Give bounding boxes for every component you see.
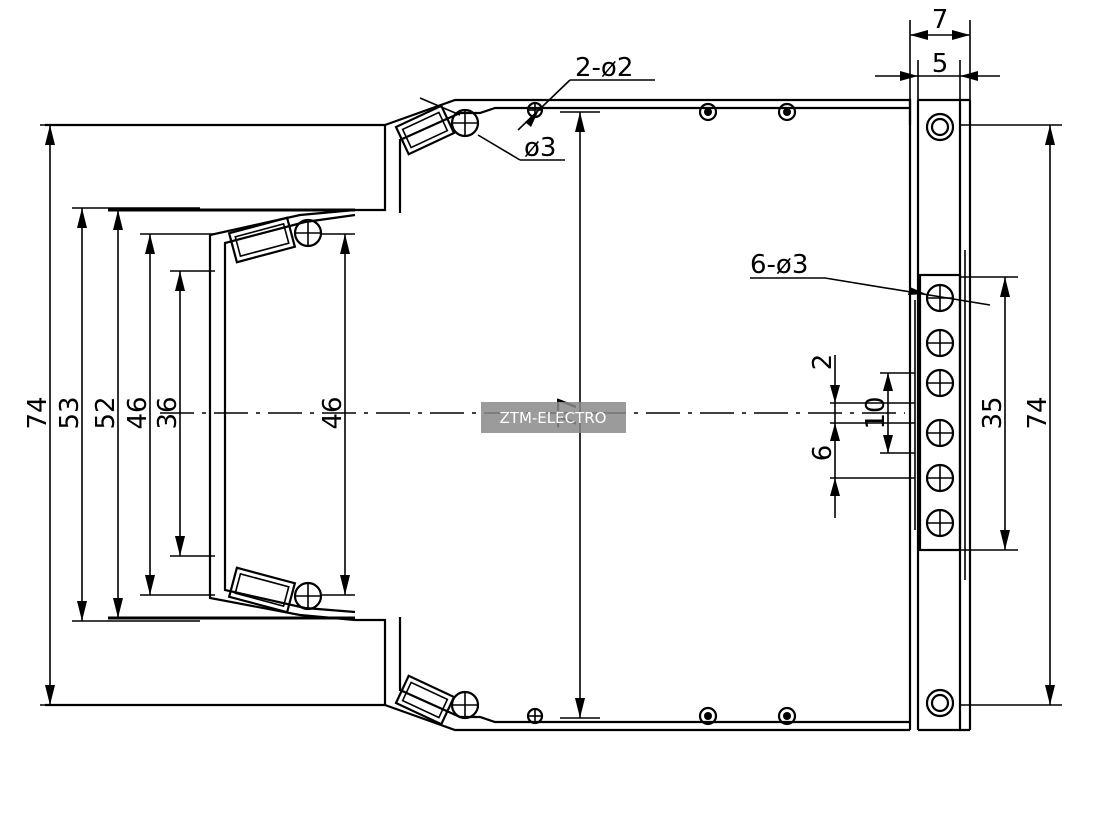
- mounting-holes: [293, 101, 955, 726]
- dim-top-5: 5: [932, 49, 949, 79]
- dim-left-74: 74: [23, 396, 53, 429]
- dim-right-74: 74: [1023, 396, 1053, 429]
- watermark: ZTM-ELECTRO: [481, 402, 626, 433]
- dimension-labels: 74 53 52 46 36 46 77 74 35 2 10 6 7 5 2-…: [23, 5, 1053, 461]
- callout-2-phi2: 2-ø2: [575, 53, 633, 83]
- dim-hole-2: 2: [808, 354, 838, 371]
- dim-mid-46: 46: [318, 396, 348, 429]
- dim-left-36: 36: [153, 396, 183, 429]
- dim-left-53: 53: [55, 396, 85, 429]
- dim-top-7: 7: [932, 5, 949, 35]
- watermark-text: ZTM-ELECTRO: [500, 409, 607, 427]
- right-flange: [908, 98, 972, 732]
- hole-column-6: [925, 283, 955, 538]
- dim-left-52: 52: [91, 396, 121, 429]
- hole-top-corner: [925, 112, 955, 142]
- dim-hole-6: 6: [808, 445, 838, 462]
- callout-phi3: ø3: [524, 133, 556, 163]
- callout-6-phi3: 6-ø3: [750, 250, 808, 280]
- hole-bottom-corner: [925, 688, 955, 718]
- dim-right-35: 35: [978, 396, 1008, 429]
- hinge-blocks: [227, 104, 456, 726]
- dim-left-46: 46: [123, 396, 153, 429]
- dimension-lines: [40, 20, 1062, 719]
- dim-hole-10: 10: [861, 396, 891, 429]
